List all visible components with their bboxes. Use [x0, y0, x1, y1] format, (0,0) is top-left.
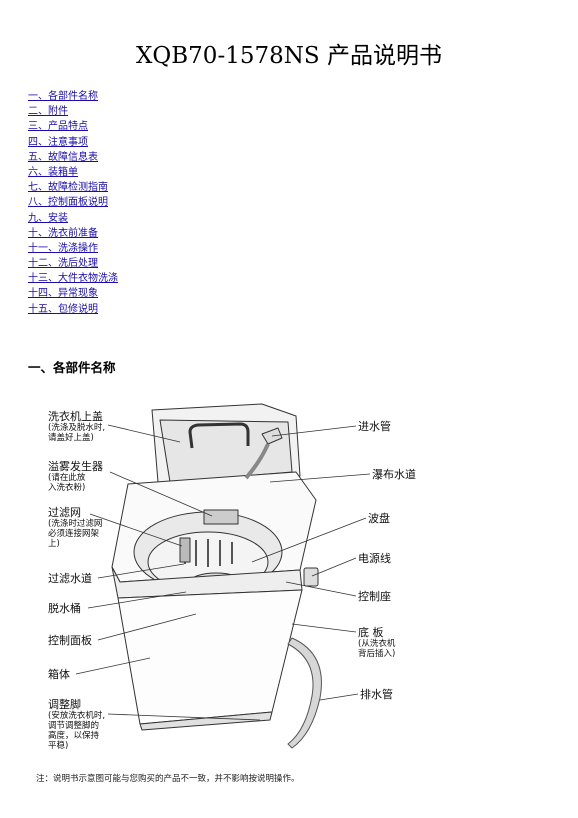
callout-label: 箱体 [48, 668, 70, 681]
callout-note: (安放洗衣机时, 调节调整脚的 高度，以保持 平稳) [48, 711, 106, 751]
callout-filter: 过滤网 (洗涤时过滤网 必须连接网架 上) [48, 506, 102, 549]
disclaimer-note: 注：说明书示意图可能与您购买的产品不一致，并不影响按说明操作。 [36, 774, 300, 784]
toc-item: 十三、大件衣物洗涤 [28, 271, 118, 286]
toc-link[interactable]: 十三、大件衣物洗涤 [28, 273, 118, 285]
washing-machine-diagram: 洗衣机上盖 (洗涤及脱水时, 请盖好上盖) 溢雾发生器 (请在此放 入洗衣粉) … [0, 392, 578, 792]
toc-item: 七、故障检测指南 [28, 180, 118, 195]
toc-link[interactable]: 八、控制面板说明 [28, 197, 108, 209]
toc-link[interactable]: 七、故障检测指南 [28, 182, 108, 194]
toc-link[interactable]: 十五、包修说明 [28, 303, 98, 315]
toc-link[interactable]: 二、附件 [28, 106, 68, 118]
callout-drain-hose: 排水管 [360, 688, 393, 701]
toc-item: 十四、异常现象 [28, 286, 118, 301]
callout-label: 洗衣机上盖 [48, 410, 103, 423]
toc-link[interactable]: 十一、洗涤操作 [28, 242, 98, 254]
callout-label: 调整脚 [48, 698, 81, 711]
toc-item: 三、产品特点 [28, 119, 118, 134]
toc-item: 四、注意事项 [28, 135, 118, 150]
callout-control-panel: 控制面板 [48, 634, 92, 647]
document-title: XQB70-1578NS 产品说明书 [136, 43, 442, 69]
toc-link[interactable]: 五、故障信息表 [28, 151, 98, 163]
callout-label: 排水管 [360, 688, 393, 701]
toc-item: 五、故障信息表 [28, 150, 118, 165]
callout-label: 控制座 [358, 590, 391, 603]
toc-link[interactable]: 九、安装 [28, 212, 68, 224]
table-of-contents: 一、各部件名称 二、附件 三、产品特点 四、注意事项 五、故障信息表 六、装箱单… [28, 89, 118, 317]
callout-foot: 调整脚 (安放洗衣机时, 调节调整脚的 高度，以保持 平稳) [48, 698, 105, 751]
callout-cabinet: 箱体 [48, 668, 70, 681]
washing-machine-drawing [75, 403, 371, 749]
toc-item: 十五、包修说明 [28, 302, 118, 317]
callout-label: 溢雾发生器 [48, 460, 103, 473]
callout-label: 过滤网 [48, 506, 81, 519]
callout-note: (洗涤时过滤网 必须连接网架 上) [48, 519, 103, 549]
callout-label: 过滤水道 [48, 572, 92, 585]
callout-drum: 脱水桶 [48, 602, 81, 615]
callout-inlet-pipe: 进水管 [358, 420, 391, 433]
toc-item: 一、各部件名称 [28, 89, 118, 104]
callout-filter-channel: 过滤水道 [48, 572, 92, 585]
callout-label: 脱水桶 [48, 602, 81, 615]
callout-mist-generator: 溢雾发生器 (请在此放 入洗衣粉) [48, 460, 103, 493]
toc-link[interactable]: 四、注意事项 [28, 136, 88, 148]
callout-label: 底 板 [358, 626, 384, 639]
callout-lid: 洗衣机上盖 (洗涤及脱水时, 请盖好上盖) [48, 410, 105, 443]
toc-link[interactable]: 十四、异常现象 [28, 288, 98, 300]
callout-power-cord: 电源线 [358, 552, 391, 565]
toc-item: 十一、洗涤操作 [28, 241, 118, 256]
callout-pulsator: 波盘 [368, 512, 390, 525]
toc-item: 十二、洗后处理 [28, 256, 118, 271]
callout-label: 瀑布水道 [372, 468, 416, 481]
toc-link[interactable]: 六、装箱单 [28, 166, 78, 178]
callout-control-base: 控制座 [358, 590, 391, 603]
section-heading: 一、各部件名称 [28, 360, 116, 375]
toc-item: 二、附件 [28, 104, 118, 119]
callout-label: 控制面板 [48, 634, 92, 647]
toc-item: 九、安装 [28, 211, 118, 226]
callout-waterfall: 瀑布水道 [372, 468, 416, 481]
toc-item: 十、洗衣前准备 [28, 226, 118, 241]
toc-item: 八、控制面板说明 [28, 195, 118, 210]
toc-link[interactable]: 十、洗衣前准备 [28, 227, 98, 239]
callout-label: 进水管 [358, 420, 391, 433]
callout-note: (请在此放 入洗衣粉) [48, 473, 86, 493]
callout-label: 波盘 [368, 512, 390, 525]
callout-base-plate: 底 板 (从洗衣机 背后插入) [358, 626, 395, 659]
callout-note: (从洗衣机 背后插入) [358, 639, 396, 659]
toc-link[interactable]: 十二、洗后处理 [28, 258, 98, 270]
callout-label: 电源线 [358, 552, 391, 565]
toc-item: 六、装箱单 [28, 165, 118, 180]
toc-link[interactable]: 三、产品特点 [28, 121, 88, 133]
toc-link[interactable]: 一、各部件名称 [28, 91, 98, 102]
callout-note: (洗涤及脱水时, 请盖好上盖) [48, 423, 106, 443]
